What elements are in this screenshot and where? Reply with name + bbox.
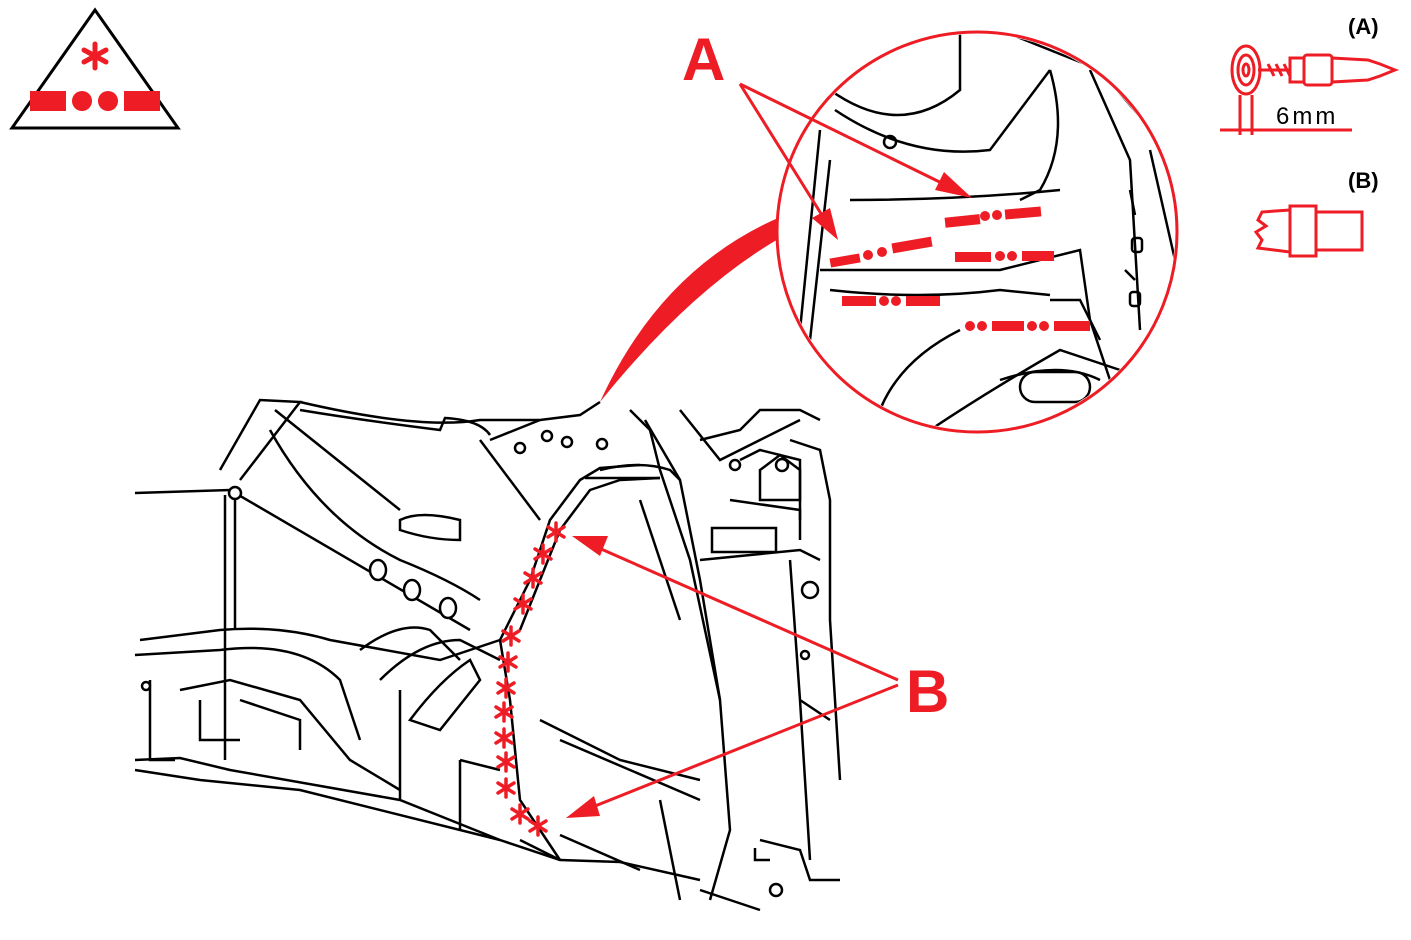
spot-drill-bit-icon — [1220, 44, 1400, 135]
legend-b-label: (B) — [1348, 168, 1379, 193]
asterisk-icon — [528, 815, 548, 837]
asterisk-icon — [494, 701, 514, 723]
weld-plug-marks-b — [494, 521, 566, 837]
asterisk-icon — [496, 777, 516, 799]
asterisk-icon — [513, 593, 533, 615]
body-panel-holes — [140, 429, 820, 898]
callout-a-label: A — [682, 26, 725, 93]
callout-b-label: B — [906, 658, 949, 725]
asterisk-icon — [498, 651, 518, 673]
callout-b-arrows — [589, 543, 899, 810]
spot-weld-marks-a — [829, 206, 1090, 331]
weld-symbol-triangle-icon — [9, 7, 181, 130]
asterisk-icon — [496, 751, 516, 773]
asterisk-icon — [546, 521, 566, 543]
detail-panel-lines — [798, 34, 1175, 430]
arrowhead-icon — [935, 172, 972, 198]
arrowhead-icon — [572, 536, 608, 556]
callout-a-arrows — [738, 82, 961, 229]
asterisk-icon — [81, 41, 109, 71]
detail-view — [600, 30, 1179, 434]
arrowhead-icon — [566, 796, 600, 818]
dimension-label: 6mm — [1276, 103, 1338, 130]
legend-a-label: (A) — [1348, 14, 1379, 39]
arrowhead-icon — [812, 208, 838, 240]
asterisk-icon — [533, 543, 553, 565]
asterisk-icon — [494, 727, 514, 749]
asterisk-icon — [496, 677, 516, 699]
body-panel-drawing — [134, 398, 842, 912]
asterisk-icon — [501, 625, 521, 647]
weld-plug-tool-icon — [1253, 204, 1364, 258]
asterisk-icon — [510, 803, 530, 825]
asterisk-icon — [523, 567, 543, 589]
detail-connector — [600, 218, 780, 402]
